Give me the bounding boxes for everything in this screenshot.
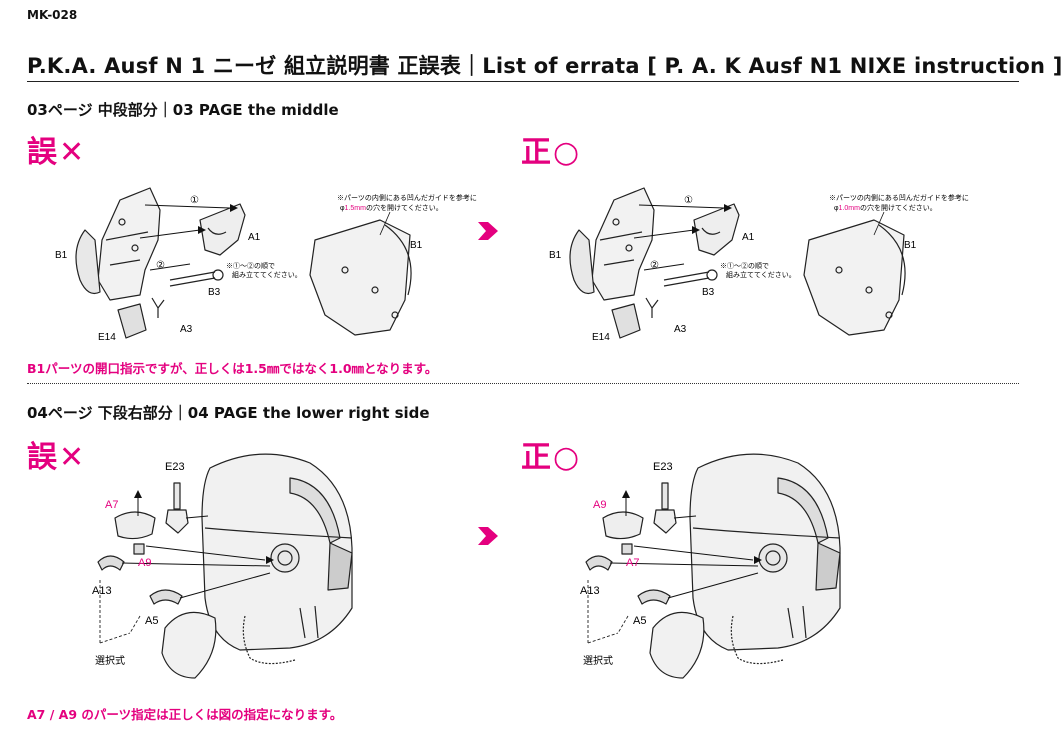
guide-note-diameter: 1.5mm: [345, 205, 367, 212]
wrong-mark: 誤✕: [27, 440, 87, 475]
order-note-line2: 組み立ててください。: [726, 270, 796, 279]
page-title: P.K.A. Ausf N 1 ニーゼ 組立説明書 正誤表｜List of er…: [27, 54, 1063, 78]
part-label-e23: E23: [653, 461, 673, 473]
page04-correct-illustration: E23 A9 A7 A13 A5 選択式: [580, 453, 841, 679]
page03-wrong-illustration: ① ② A1 B1 B3 A3 E14 B1 ※①～②の順で 組み立ててください…: [55, 187, 477, 343]
title-rule: [27, 81, 1019, 82]
step2-label: ②: [650, 260, 659, 271]
step1-label: ①: [190, 195, 199, 206]
part-label-e23: E23: [165, 461, 185, 473]
guide-note-diameter: 1.0mm: [839, 205, 861, 212]
section-divider: [27, 383, 1019, 384]
part-label-a5: A5: [145, 615, 158, 627]
order-note-line1: ※①～②の順で: [720, 262, 769, 270]
part-label-top: A7: [105, 499, 118, 511]
part-label-b1-right: B1: [904, 240, 917, 251]
correct-mark: 正○: [521, 135, 582, 170]
part-label-a1: A1: [248, 232, 261, 243]
order-note-line1: ※①～②の順で: [226, 262, 275, 270]
next-arrow-icon: [478, 527, 498, 545]
guide-note-line1: ※パーツの内側にある凹んだガイドを参考に: [829, 193, 969, 202]
errata-note-page04: A7 / A9 のパーツ指定は正しくは図の指定になります。: [27, 707, 343, 722]
page03-correct-illustration: ① ② A1 B1 B3 A3 E14 B1 ※①～②の順で 組み立ててください…: [549, 187, 969, 343]
part-label-b1: B1: [55, 250, 68, 261]
part-label-a13: A13: [580, 585, 600, 597]
wrong-mark: 誤✕: [27, 135, 87, 170]
guide-note-phi: φ: [834, 205, 839, 212]
guide-note-line2: φ1.0mmの穴を開けてください。: [834, 203, 937, 212]
part-label-a3: A3: [674, 324, 687, 335]
guide-note-line2: φ1.5mmの穴を開けてください。: [340, 203, 443, 212]
guide-note-instruction: の穴を開けてください。: [366, 203, 443, 212]
selectable-label: 選択式: [95, 654, 125, 667]
part-label-a13: A13: [92, 585, 112, 597]
part-label-a3: A3: [180, 324, 193, 335]
correct-mark: 正○: [521, 440, 582, 475]
errata-note-page03: B1パーツの開口指示ですが、正しくは1.5㎜ではなく1.0㎜となります。: [27, 361, 438, 376]
selectable-label: 選択式: [583, 654, 613, 667]
step1-label: ①: [684, 195, 693, 206]
step2-label: ②: [156, 260, 165, 271]
part-label-b3: B3: [208, 287, 221, 298]
page04-wrong-illustration: E23 A7 A9 A13 A5 選択式: [92, 453, 353, 679]
order-note-line2: 組み立ててください。: [232, 270, 302, 279]
section-heading-page04: 04ページ 下段右部分｜04 PAGE the lower right side: [27, 404, 430, 422]
guide-note-phi: φ: [340, 205, 345, 212]
section-heading-page03: 03ページ 中段部分｜03 PAGE the middle: [27, 101, 339, 119]
part-label-a5: A5: [633, 615, 646, 627]
part-label-b3: B3: [702, 287, 715, 298]
part-label-e14: E14: [98, 332, 116, 343]
part-label-top: A9: [593, 499, 606, 511]
document-code: MK-028: [27, 8, 78, 22]
guide-note-line1: ※パーツの内側にある凹んだガイドを参考に: [337, 193, 477, 202]
part-label-b1: B1: [549, 250, 562, 261]
guide-note-instruction: の穴を開けてください。: [860, 203, 937, 212]
part-label-e14: E14: [592, 332, 610, 343]
part-label-clip: A9: [138, 557, 151, 569]
part-label-b1-right: B1: [410, 240, 423, 251]
next-arrow-icon: [478, 222, 498, 240]
part-label-clip: A7: [626, 557, 639, 569]
part-label-a1: A1: [742, 232, 755, 243]
